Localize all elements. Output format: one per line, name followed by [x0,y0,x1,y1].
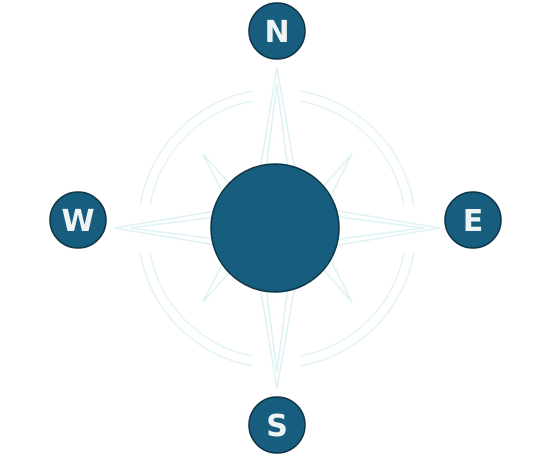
west-badge-circle [49,191,107,249]
east-badge-circle [444,191,502,249]
north-badge: N [248,2,306,60]
south-label: S [266,409,288,444]
north-badge-circle [248,2,306,60]
ring-arc-bottom-left [139,251,254,367]
ring-arc-bottom-right [299,251,415,367]
south-badge: S [248,396,306,454]
inner-arc-bottom-right [299,251,405,357]
east-label: E [463,204,484,239]
center-hub [210,163,340,293]
inner-arc-top-right [299,100,405,207]
inner-arc-top-left [149,100,254,207]
south-badge-circle [248,396,306,454]
outer-ring [139,90,415,367]
ring-arc-top-left [139,90,254,207]
west-badge: W [49,191,107,249]
east-badge: E [444,191,502,249]
west-label: W [61,204,94,239]
inner-arc-bottom-left [149,251,254,357]
north-label: N [264,15,289,50]
ring-arc-top-right [299,90,415,207]
inner-ring [149,100,405,357]
